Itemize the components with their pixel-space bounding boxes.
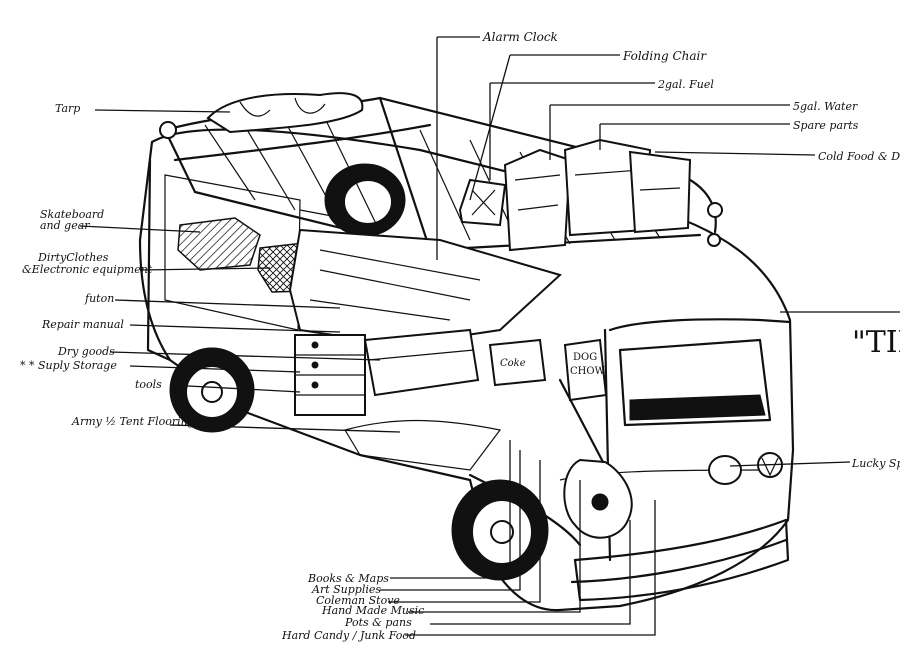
- label-coleman-stove: Coleman Stove: [316, 594, 400, 607]
- fuel-can: [458, 178, 507, 227]
- dry-goods-trunk: [363, 328, 480, 397]
- tarp: [206, 92, 364, 134]
- label-dirty-clothes: DirtyClothes: [37, 251, 109, 264]
- label-art-supplies: Art Supplies: [311, 583, 381, 596]
- label-repair-manual: Repair manual: [41, 318, 124, 331]
- label-folding-chair: Folding Chair: [622, 49, 707, 63]
- label-hard-candy: Hard Candy / Junk Food: [281, 629, 416, 642]
- supply-storage-drawers: [294, 334, 366, 416]
- label-books-maps: Books & Maps: [307, 572, 389, 585]
- label-dry-goods: Dry goods: [57, 345, 115, 358]
- dog-chow-bag: DOG CHOW: [563, 338, 608, 402]
- leader-lines: [79, 36, 900, 636]
- army-tent-flooring: [344, 419, 502, 471]
- skateboard-gear: [177, 217, 261, 271]
- label-fuel: 2gal. Fuel: [657, 78, 714, 91]
- label-supply-storage: * * Suply Storage: [20, 359, 117, 372]
- label-futon: futon: [84, 292, 114, 305]
- front-left-wheel: [451, 479, 549, 581]
- guitar: [558, 378, 633, 539]
- labels: Alarm Clock Folding Chair 2gal. Fuel 5ga…: [20, 30, 900, 642]
- label-cold-food: Cold Food & Dr: [818, 150, 900, 163]
- label-skateboard-gear: and gear: [40, 219, 90, 232]
- label-water: 5gal. Water: [793, 100, 858, 113]
- label-lucky-spare: Lucky Spa: [851, 457, 900, 470]
- cab-cooler: Coke: [488, 338, 547, 387]
- dog-chow-text-2: CHOW: [570, 366, 606, 377]
- label-tarp: Tarp: [55, 102, 80, 115]
- side-text: "TIN: [852, 325, 900, 360]
- dog-chow-text-1: DOG: [573, 352, 597, 363]
- cab-window: [618, 338, 772, 427]
- cooler-roof: [628, 150, 692, 234]
- label-alarm-clock: Alarm Clock: [482, 30, 558, 44]
- label-hand-made-music: Hand Made Music: [321, 604, 424, 617]
- label-spare-parts: Spare parts: [793, 119, 859, 132]
- water-jug: [503, 148, 572, 252]
- headlight: [708, 455, 742, 485]
- label-tools: tools: [135, 378, 162, 391]
- cooler-text: Coke: [500, 358, 526, 369]
- label-pots-pans: Pots & pans: [344, 616, 412, 629]
- label-electronic: &Electronic equipment: [22, 263, 153, 276]
- label-skateboard: Skateboard: [40, 208, 104, 221]
- label-army-tent: Army ½ Tent Flooring: [71, 415, 195, 428]
